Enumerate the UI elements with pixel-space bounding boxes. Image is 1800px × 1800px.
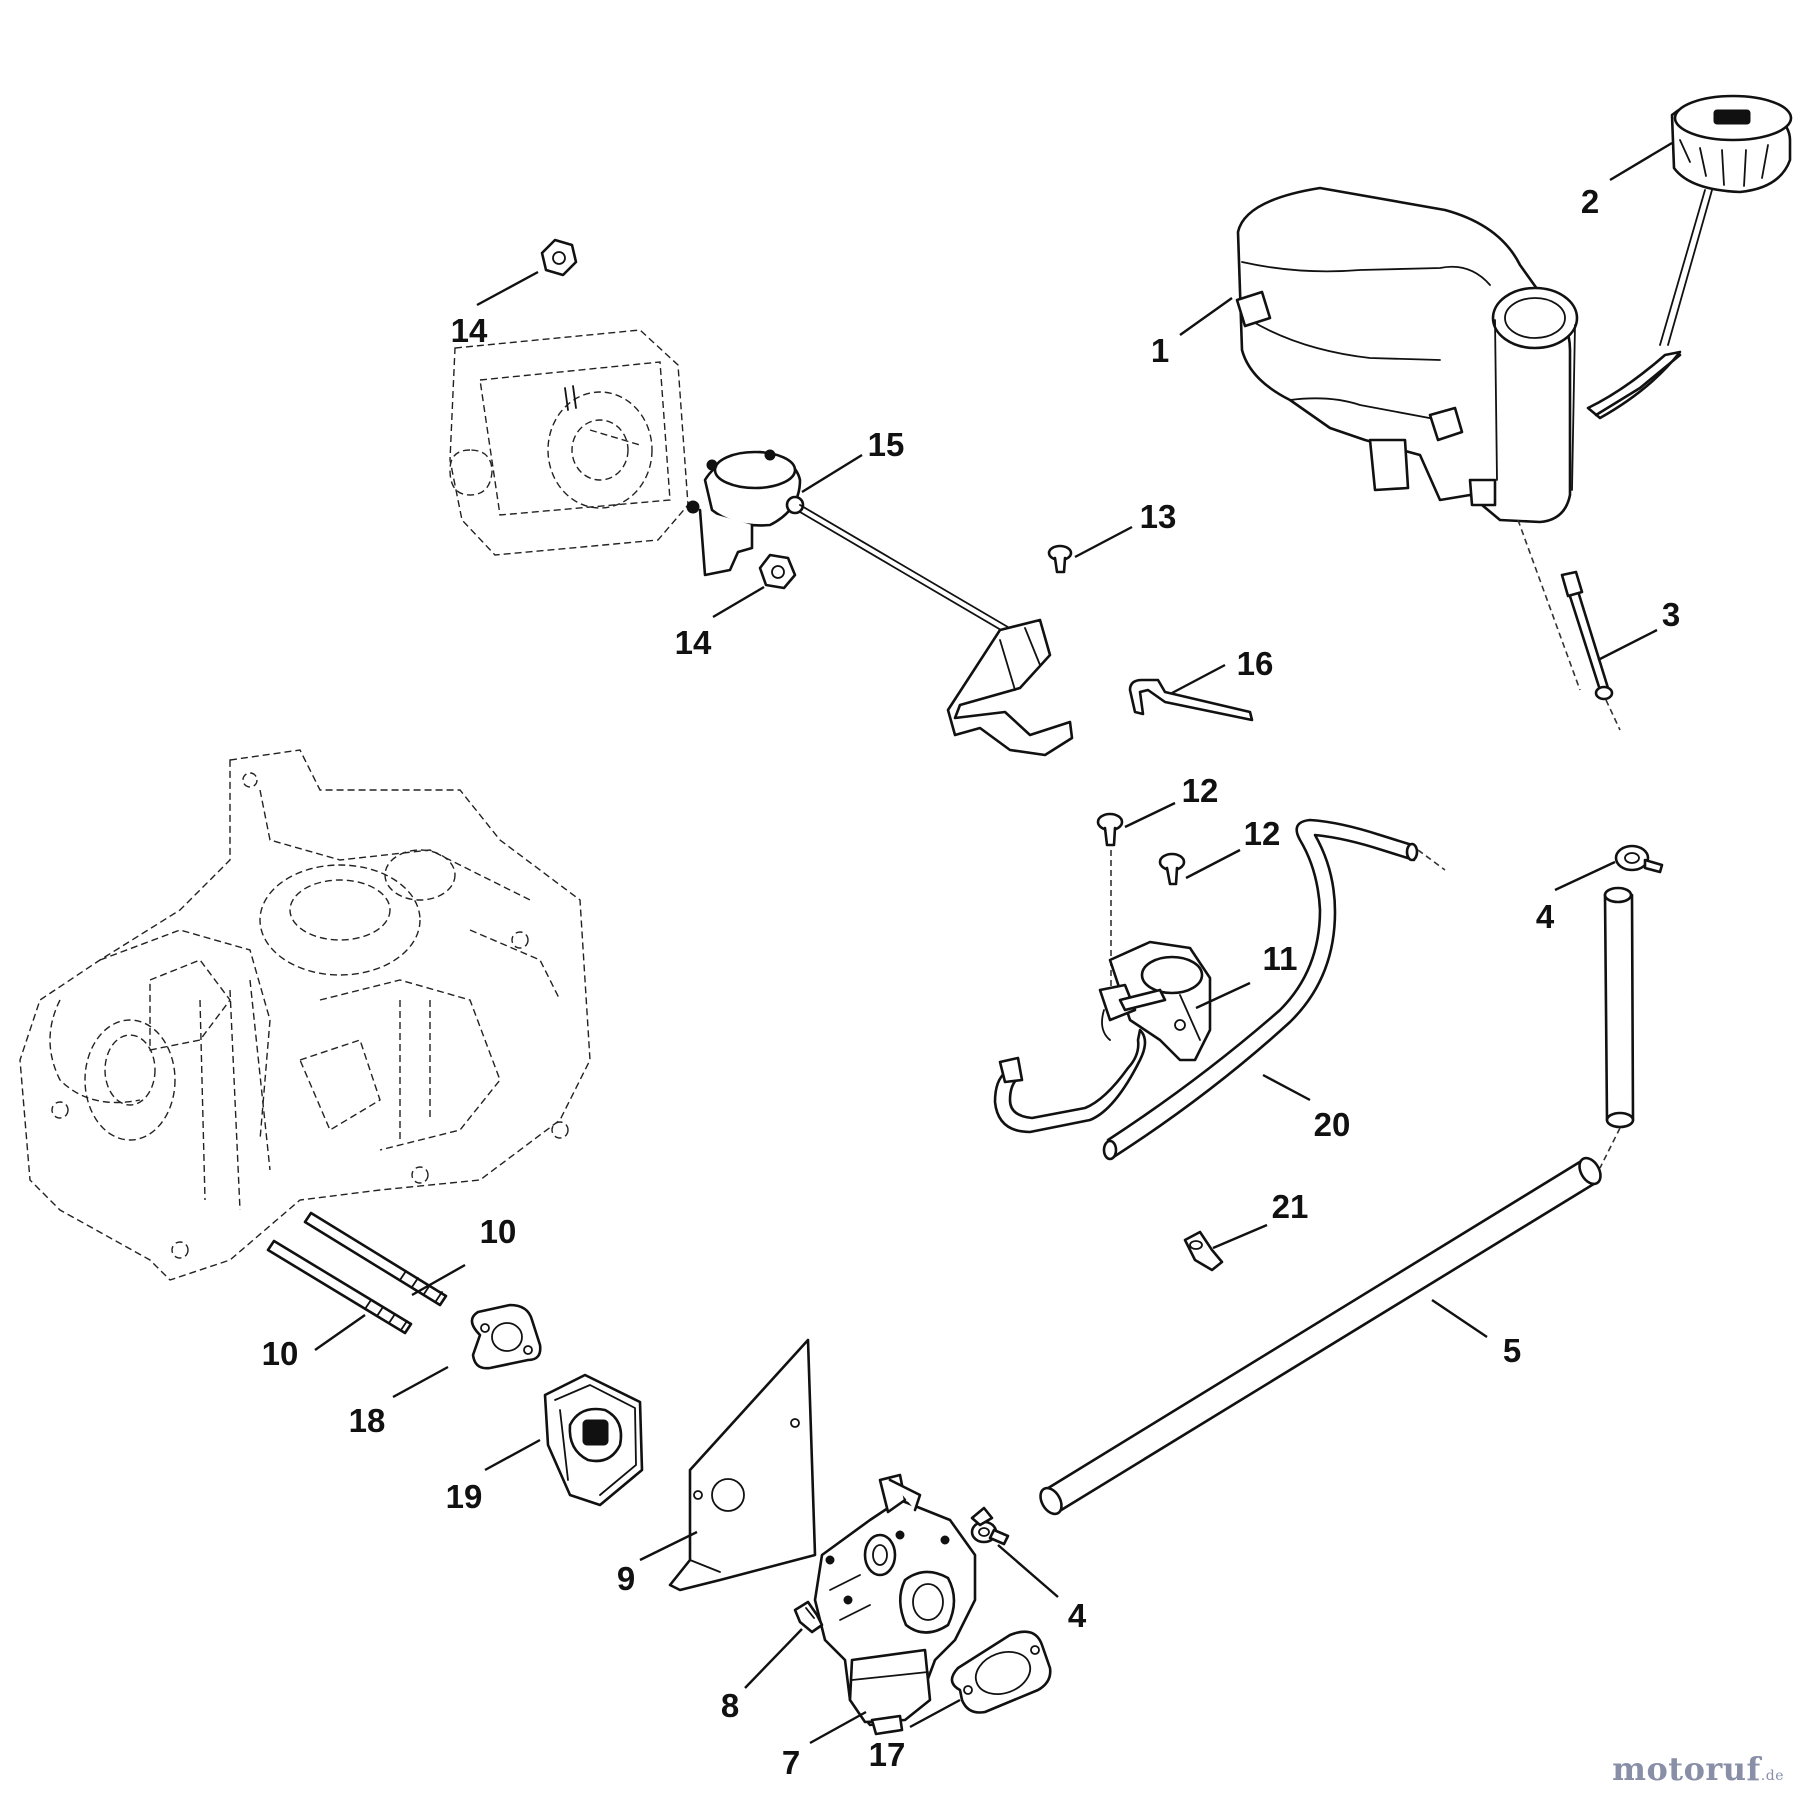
callout-8: 8 (721, 1687, 739, 1724)
drain-screw-8[interactable] (793, 1600, 824, 1634)
callout-4-lower: 4 (1068, 1597, 1087, 1634)
hose-clip-21[interactable] (1183, 1230, 1224, 1272)
leader-17 (909, 1698, 961, 1729)
leader-4a (1554, 860, 1616, 892)
screw-13[interactable] (1047, 544, 1073, 574)
callout-17: 17 (869, 1736, 906, 1773)
leader-19 (484, 1438, 541, 1472)
callout-4-upper: 4 (1536, 898, 1555, 935)
leader-12b (1185, 848, 1241, 880)
callout-14-top: 14 (451, 312, 488, 349)
leader-1 (1179, 297, 1233, 336)
fuel-line-20[interactable] (993, 818, 1446, 1161)
callout-15: 15 (868, 426, 905, 463)
callout-14-middle: 14 (675, 624, 712, 661)
leader-14b (712, 585, 765, 619)
leader-2 (1609, 141, 1673, 182)
hose-clamp-4-lower[interactable] (970, 1506, 1010, 1546)
leader-18 (392, 1365, 449, 1399)
callout-19: 19 (446, 1478, 483, 1515)
watermark-suffix: .de (1760, 1768, 1784, 1784)
leader-15 (801, 453, 863, 494)
gasket-17[interactable] (950, 1630, 1052, 1714)
fuel-tank[interactable] (1235, 186, 1579, 524)
callout-11: 11 (1263, 940, 1298, 977)
leader-9 (639, 1530, 698, 1562)
stud-10-upper[interactable] (303, 1211, 448, 1307)
callout-5: 5 (1503, 1332, 1521, 1369)
watermark-main: motoruf (1612, 1750, 1761, 1788)
callout-12-upper: 12 (1182, 772, 1219, 809)
fuel-hose-5[interactable] (1036, 1154, 1605, 1517)
callout-3: 3 (1662, 596, 1680, 633)
governor-bracket[interactable] (686, 449, 1074, 757)
hex-nut-middle[interactable] (758, 553, 797, 590)
insulator-19[interactable] (543, 1373, 644, 1507)
leader-lines (314, 141, 1673, 1745)
leader-16 (1171, 663, 1226, 695)
leader-8 (744, 1628, 803, 1689)
engine-block-reference (19, 749, 591, 1281)
callout-1: 1 (1151, 332, 1169, 369)
leader-14a (476, 270, 539, 307)
fuel-pump[interactable] (1098, 940, 1212, 1062)
callout-10-lower: 10 (262, 1335, 299, 1372)
tank-bolt[interactable] (1517, 519, 1621, 731)
gasket-18[interactable] (470, 1303, 542, 1370)
callout-labels: 1 2 3 4 4 5 7 8 9 10 10 11 12 12 13 14 1… (262, 183, 1681, 1781)
callout-16: 16 (1237, 645, 1274, 682)
callout-2: 2 (1581, 183, 1599, 220)
hose-clamp-4-upper[interactable] (1614, 844, 1664, 874)
leader-13 (1074, 525, 1133, 559)
callout-13: 13 (1140, 498, 1177, 535)
callout-18: 18 (349, 1402, 386, 1439)
fuel-cap[interactable] (1586, 94, 1793, 420)
muffler-reference (449, 329, 689, 556)
screw-12-right[interactable] (1158, 852, 1186, 886)
leader-4b (997, 1544, 1059, 1598)
screw-12-left[interactable] (1096, 812, 1124, 990)
hex-nut-top[interactable] (540, 238, 578, 277)
callout-9: 9 (617, 1560, 635, 1597)
leader-5 (1431, 1299, 1488, 1338)
leader-7 (809, 1710, 867, 1745)
leader-3 (1597, 628, 1658, 662)
leader-20 (1262, 1073, 1311, 1102)
callout-20: 20 (1314, 1106, 1351, 1143)
fuel-hose-short[interactable] (1599, 886, 1635, 1169)
callout-7: 7 (782, 1744, 800, 1781)
callout-10-upper: 10 (480, 1213, 517, 1250)
watermark-logo: motoruf.de (1612, 1750, 1784, 1788)
stud-10-lower[interactable] (266, 1239, 413, 1335)
leader-11 (1195, 981, 1251, 1010)
wire-clip-16[interactable] (1128, 678, 1254, 722)
heat-shield-9[interactable] (668, 1338, 817, 1592)
leader-12a (1124, 801, 1176, 829)
leader-10b (314, 1314, 366, 1351)
callout-21: 21 (1272, 1188, 1309, 1225)
leader-10a (411, 1263, 466, 1297)
carburetor-7[interactable] (813, 1473, 977, 1736)
callout-12-lower: 12 (1244, 815, 1281, 852)
leader-21 (1212, 1223, 1268, 1250)
